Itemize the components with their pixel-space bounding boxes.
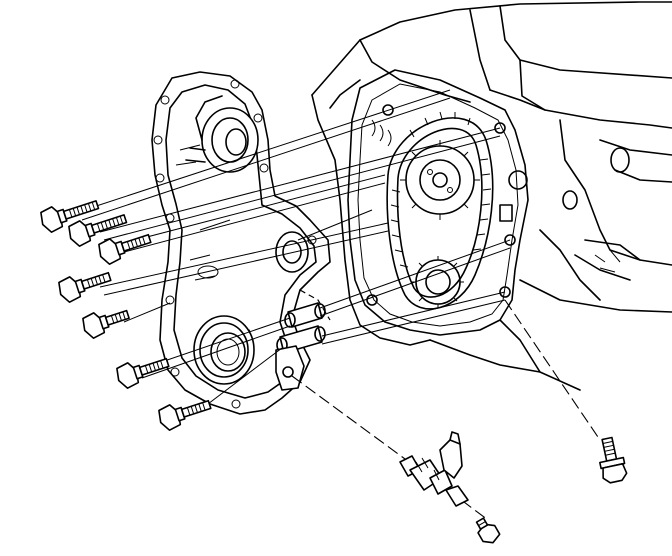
lower-bolt-alignment-line bbox=[504, 299, 601, 441]
crankshaft-seal bbox=[193, 315, 255, 385]
bolt-5 bbox=[82, 309, 130, 339]
timing-chain bbox=[386, 111, 494, 310]
lower-bolt bbox=[599, 436, 628, 484]
bolt-6 bbox=[116, 357, 170, 389]
block-front-face-outline bbox=[347, 69, 529, 336]
cover-side-boss bbox=[275, 231, 309, 273]
bolt-1 bbox=[40, 200, 100, 233]
crankshaft-sprocket bbox=[412, 256, 464, 308]
sensor-bolt bbox=[475, 517, 501, 544]
bolt-7 bbox=[158, 399, 212, 431]
bolt-3 bbox=[98, 233, 152, 265]
dowel-sleeve-lower bbox=[276, 325, 326, 354]
bolt-alignment-lines bbox=[77, 89, 511, 411]
water-pump-boss bbox=[185, 95, 259, 173]
bolt-2 bbox=[68, 214, 128, 247]
hidden-edge bbox=[299, 289, 331, 321]
bolt-4 bbox=[58, 271, 112, 303]
engine-block bbox=[311, 1, 672, 391]
crankshaft-position-sensor bbox=[399, 431, 469, 507]
camshaft-sprocket bbox=[400, 140, 480, 220]
